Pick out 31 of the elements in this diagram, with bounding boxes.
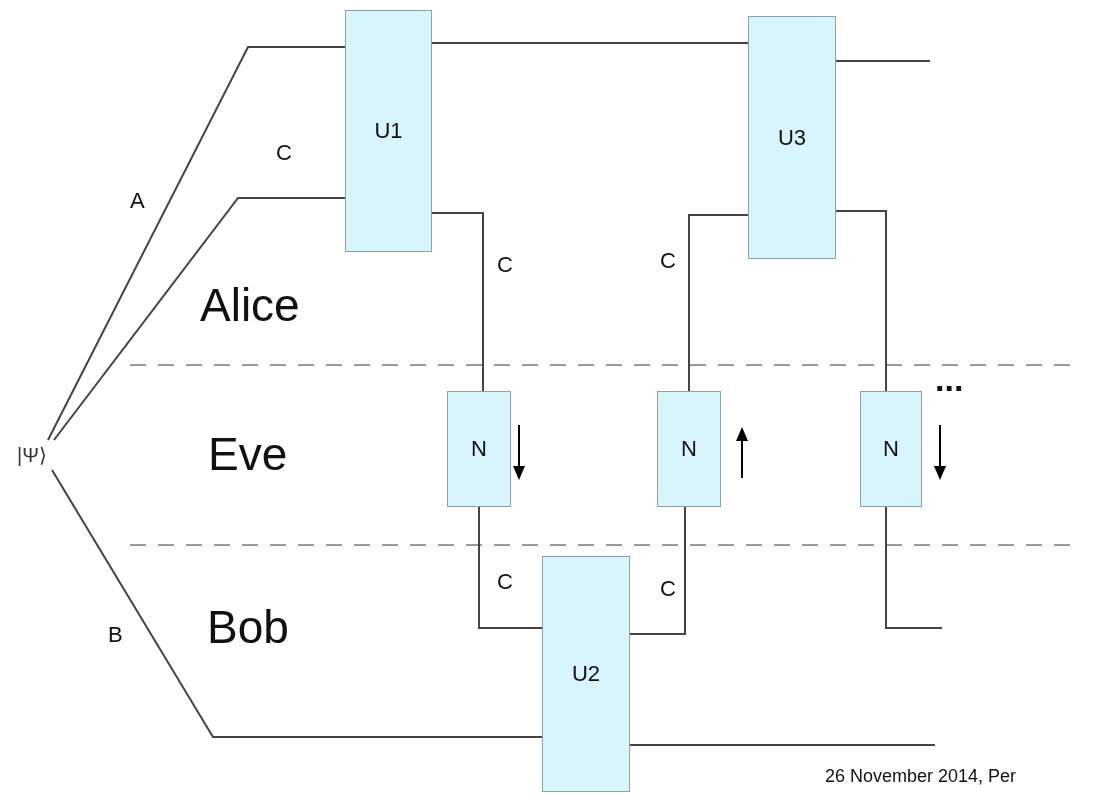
continuation-dots: ... — [935, 360, 964, 399]
wire — [688, 214, 749, 392]
state-label: |Ψ⟩ — [10, 440, 54, 470]
wire — [629, 506, 686, 635]
channel-box: N — [447, 391, 511, 507]
wire-label: C — [497, 252, 513, 278]
wire-label: A — [130, 188, 145, 214]
wire — [431, 42, 749, 44]
wire — [431, 212, 484, 392]
wire — [629, 744, 936, 746]
footer-date: 26 November 2014, Per — [825, 766, 1017, 787]
wire-label: C — [276, 140, 292, 166]
party-name: Eve — [208, 427, 288, 481]
party-name: Alice — [200, 278, 300, 332]
wire — [51, 469, 543, 738]
wire — [478, 506, 543, 629]
wire-label: C — [660, 248, 676, 274]
wire — [53, 197, 346, 441]
wire-label: C — [660, 576, 676, 602]
wire — [835, 210, 887, 392]
gate-box: U3 — [748, 16, 836, 259]
wire-label: B — [108, 622, 123, 648]
channel-box: N — [657, 391, 721, 507]
gate-box: U2 — [542, 556, 630, 792]
wire — [835, 60, 931, 62]
channel-box: N — [860, 391, 922, 507]
gate-box: U1 — [345, 10, 432, 252]
wire — [885, 506, 943, 629]
party-name: Bob — [207, 600, 289, 654]
wire-label: C — [497, 569, 513, 595]
wire — [47, 46, 346, 441]
